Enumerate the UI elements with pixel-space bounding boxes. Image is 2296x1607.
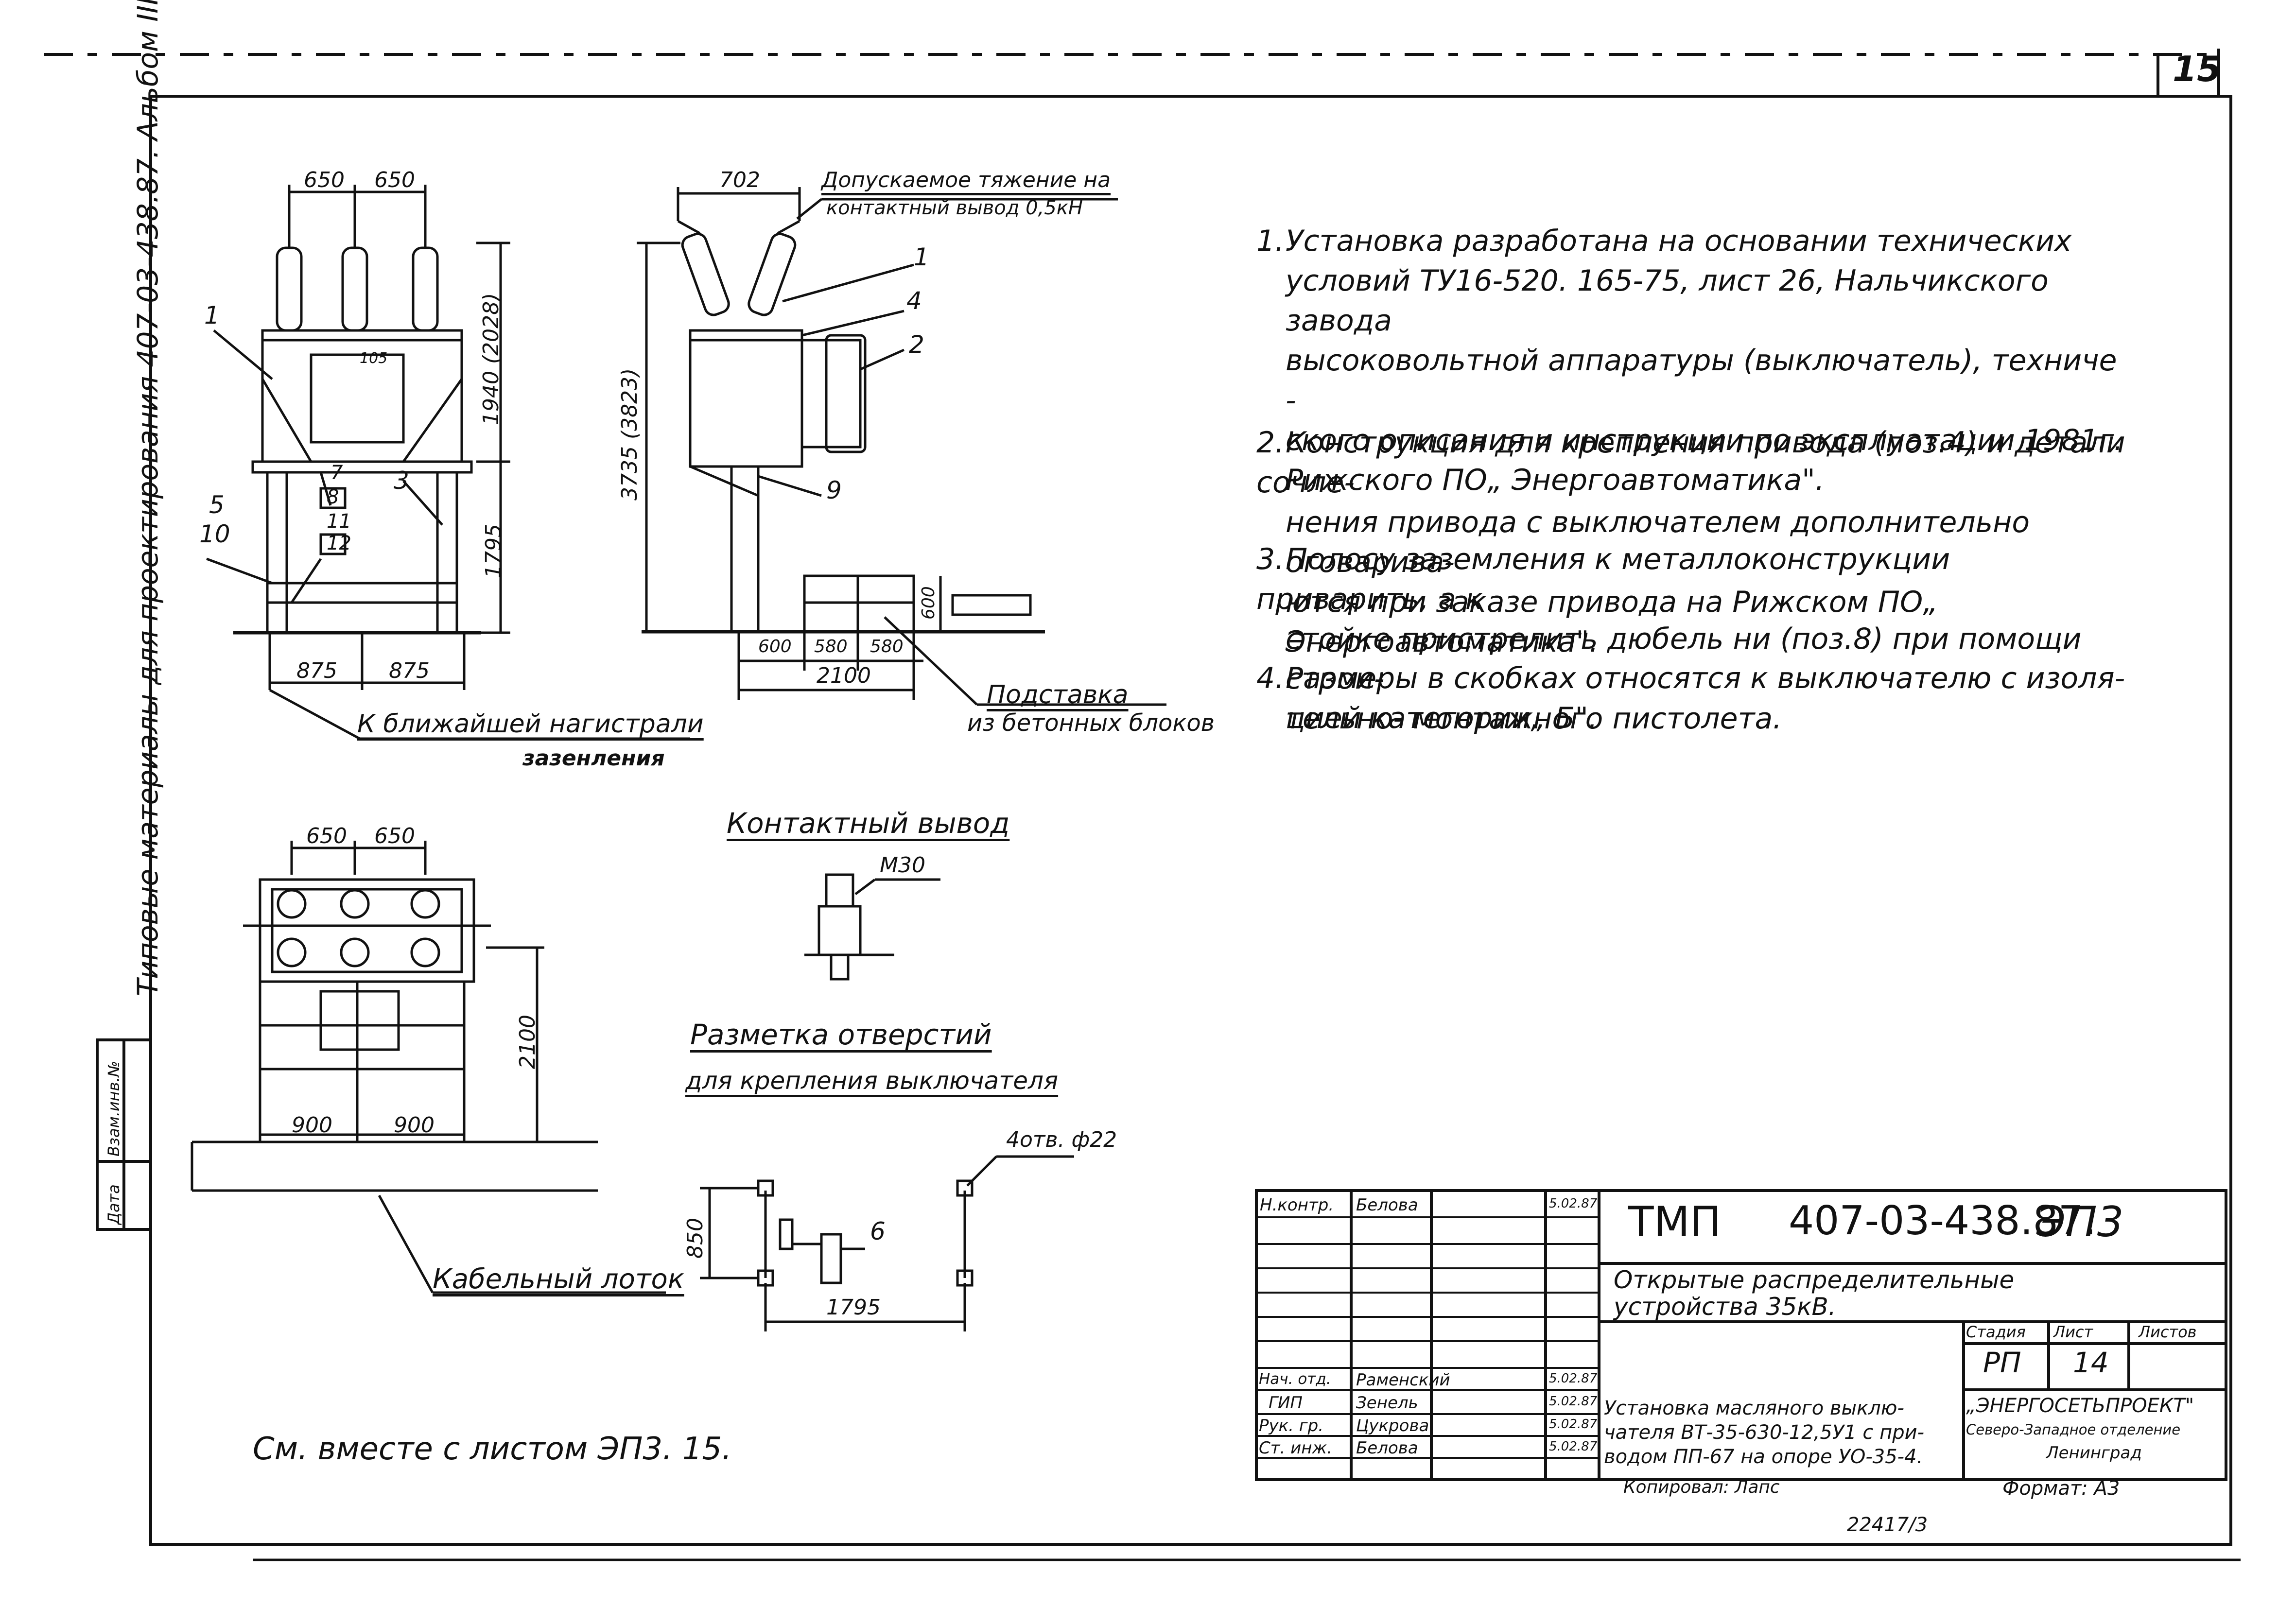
v2-dim-2100: 2100 [817,663,871,688]
v1-pos-5: 5 [209,491,225,519]
tb-format: Формат: А3 [2002,1477,2120,1500]
album-side-label: Типовые материалы для проектирования 407… [131,0,164,996]
see-also-note: См. вместе с листом ЭП3. 15. [253,1431,732,1467]
tb-date-3: 5.02.87 [1549,1417,1598,1432]
tb-name-1: Раменский [1356,1370,1450,1390]
v1-pos-8: 8 [327,486,339,508]
tb-list-header: Лист [2053,1323,2093,1341]
v1-dim-875-b: 875 [389,658,430,683]
title-block-grid [1255,1189,2227,1481]
tb-list: 14 [2073,1346,2109,1379]
tb-org-2: Северо-Западное отделение [1966,1421,2181,1438]
tb-role-3: Рук. гр. [1259,1416,1324,1435]
v2-pos-9: 9 [826,476,842,504]
stand-label: Подставка [987,680,1129,709]
v2-dim-702: 702 [719,168,760,192]
tb-name-4: Белова [1356,1438,1418,1458]
v2-dim-600: 600 [758,637,792,657]
v2-dim-580-a: 580 [814,637,848,657]
tb-stage-header: Стадия [1966,1323,2026,1341]
v1-dim-650-b: 650 [374,168,415,192]
tb-lists-header: Листов [2139,1323,2197,1341]
holes-dim-1795: 1795 [826,1295,881,1320]
tb-stage: РП [1983,1346,2021,1379]
v1-dim-1940: 1940 (2028) [479,293,504,425]
contact-terminal-drawing [804,873,940,981]
v1-pos-10: 10 [199,520,230,548]
stand-label-2: из бетонных блоков [967,709,1215,737]
tb-role-2: ГИП [1269,1393,1303,1413]
tb-date-0: 5.02.87 [1549,1196,1598,1211]
note-4: 4.Размеры в скобках относятся к выключат… [1256,661,2125,735]
tb-date-1: 5.02.87 [1549,1371,1598,1386]
v2-pos-4: 4 [906,287,922,315]
tb-drawing-title-2: чателя ВТ-35-630-12,5У1 с при- [1604,1421,1925,1444]
view-front [206,185,690,740]
v3-dim-650-b: 650 [374,824,415,848]
tb-drawing-title-3: водом ПП-67 на опоре УО-35-4. [1604,1446,1923,1468]
note-3: 3.Полосу заземления к металлоконструкции… [1256,542,2082,736]
tb-date-4: 5.02.87 [1549,1439,1598,1454]
v2-dim-3735: 3735 (3823) [617,368,642,501]
tb-name-3: Цукрова [1356,1416,1429,1435]
v1-dim-875-a: 875 [296,658,337,683]
tb-name-2: Зенель [1356,1393,1418,1413]
main-frame [149,95,2232,1546]
note-1: 1.Установка разработана на основании тех… [1256,224,2123,497]
tb-drawing-title-1: Установка масляного выклю- [1604,1397,1904,1419]
tb-org-1: „ЭНЕРГОСЕТЬПРОЕКТ" [1966,1395,2194,1417]
holes-title-1: Разметка отверстий [690,1018,992,1051]
ground-main-label: К ближайшей нагистрали [357,709,704,739]
tb-tmp: ТМП [1628,1198,1722,1246]
v3-dim-650-a: 650 [306,824,347,848]
holes-dim-850: 850 [683,1218,708,1259]
v1-pos-11: 11 [327,510,351,533]
v3-dim-2100: 2100 [515,1015,540,1069]
note-2: 2.Конструкция для крепления привода (поз… [1256,426,2125,659]
sheet-number: 15 [2173,49,2222,89]
v2-dim-600v: 600 [919,586,939,620]
cable-tray-label: Кабельный лоток [433,1263,684,1295]
v1-pos-1: 1 [204,301,220,329]
holes-title-2: для крепления выключателя [685,1067,1059,1095]
tb-org-3: Ленинград [2046,1443,2142,1463]
view-side [637,187,1166,706]
v3-dim-900-a: 900 [292,1113,332,1138]
holes-pos-6: 6 [870,1217,886,1245]
v1-pos-12: 12 [327,532,351,554]
v1-dim-105: 105 [360,350,388,367]
tb-name-0: Белова [1356,1195,1418,1215]
v2-pos-1: 1 [914,243,929,271]
tb-role-1: Нач. отд. [1259,1370,1331,1388]
v1-pos-3: 3 [394,467,409,495]
holes-drawing [700,1155,1074,1331]
v2-dim-580-b: 580 [870,637,904,657]
stamp-vzam-label: Взам.инв.№ [104,1061,123,1157]
tension-label: Допускаемое тяжение на [821,168,1111,192]
tb-project-title-1: Открытые распределительные [1614,1266,2015,1294]
v3-dim-900-b: 900 [394,1113,435,1138]
v1-pos-7: 7 [330,462,343,484]
ground-main-label-2: зазенления [522,746,665,771]
stamp-date-label: Дата [104,1184,123,1225]
tb-project-title-2: устройства 35кВ. [1614,1293,1836,1321]
v2-pos-2: 2 [909,330,924,359]
contact-terminal-title: Контактный вывод [727,807,1010,840]
tb-role-0: Н.контр. [1260,1195,1334,1215]
tension-label-2: контактный вывод 0,5кН [826,197,1083,219]
tb-inventory-number: 22417/3 [1847,1514,1928,1536]
tb-sheet-code: ЭП3 [2036,1198,2124,1246]
tb-date-2: 5.02.87 [1549,1394,1598,1409]
v1-dim-1795: 1795 [481,524,506,578]
holes-count-label: 4отв. ф22 [1006,1127,1117,1152]
contact-m30-label: М30 [880,853,925,878]
tb-code: 407-03-438.87. [1789,1198,2097,1244]
tb-role-4: Ст. инж. [1259,1438,1332,1458]
tb-copied: Копировал: Лапс [1623,1477,1780,1497]
view-top [191,841,666,1294]
v1-dim-650-a: 650 [304,168,345,192]
